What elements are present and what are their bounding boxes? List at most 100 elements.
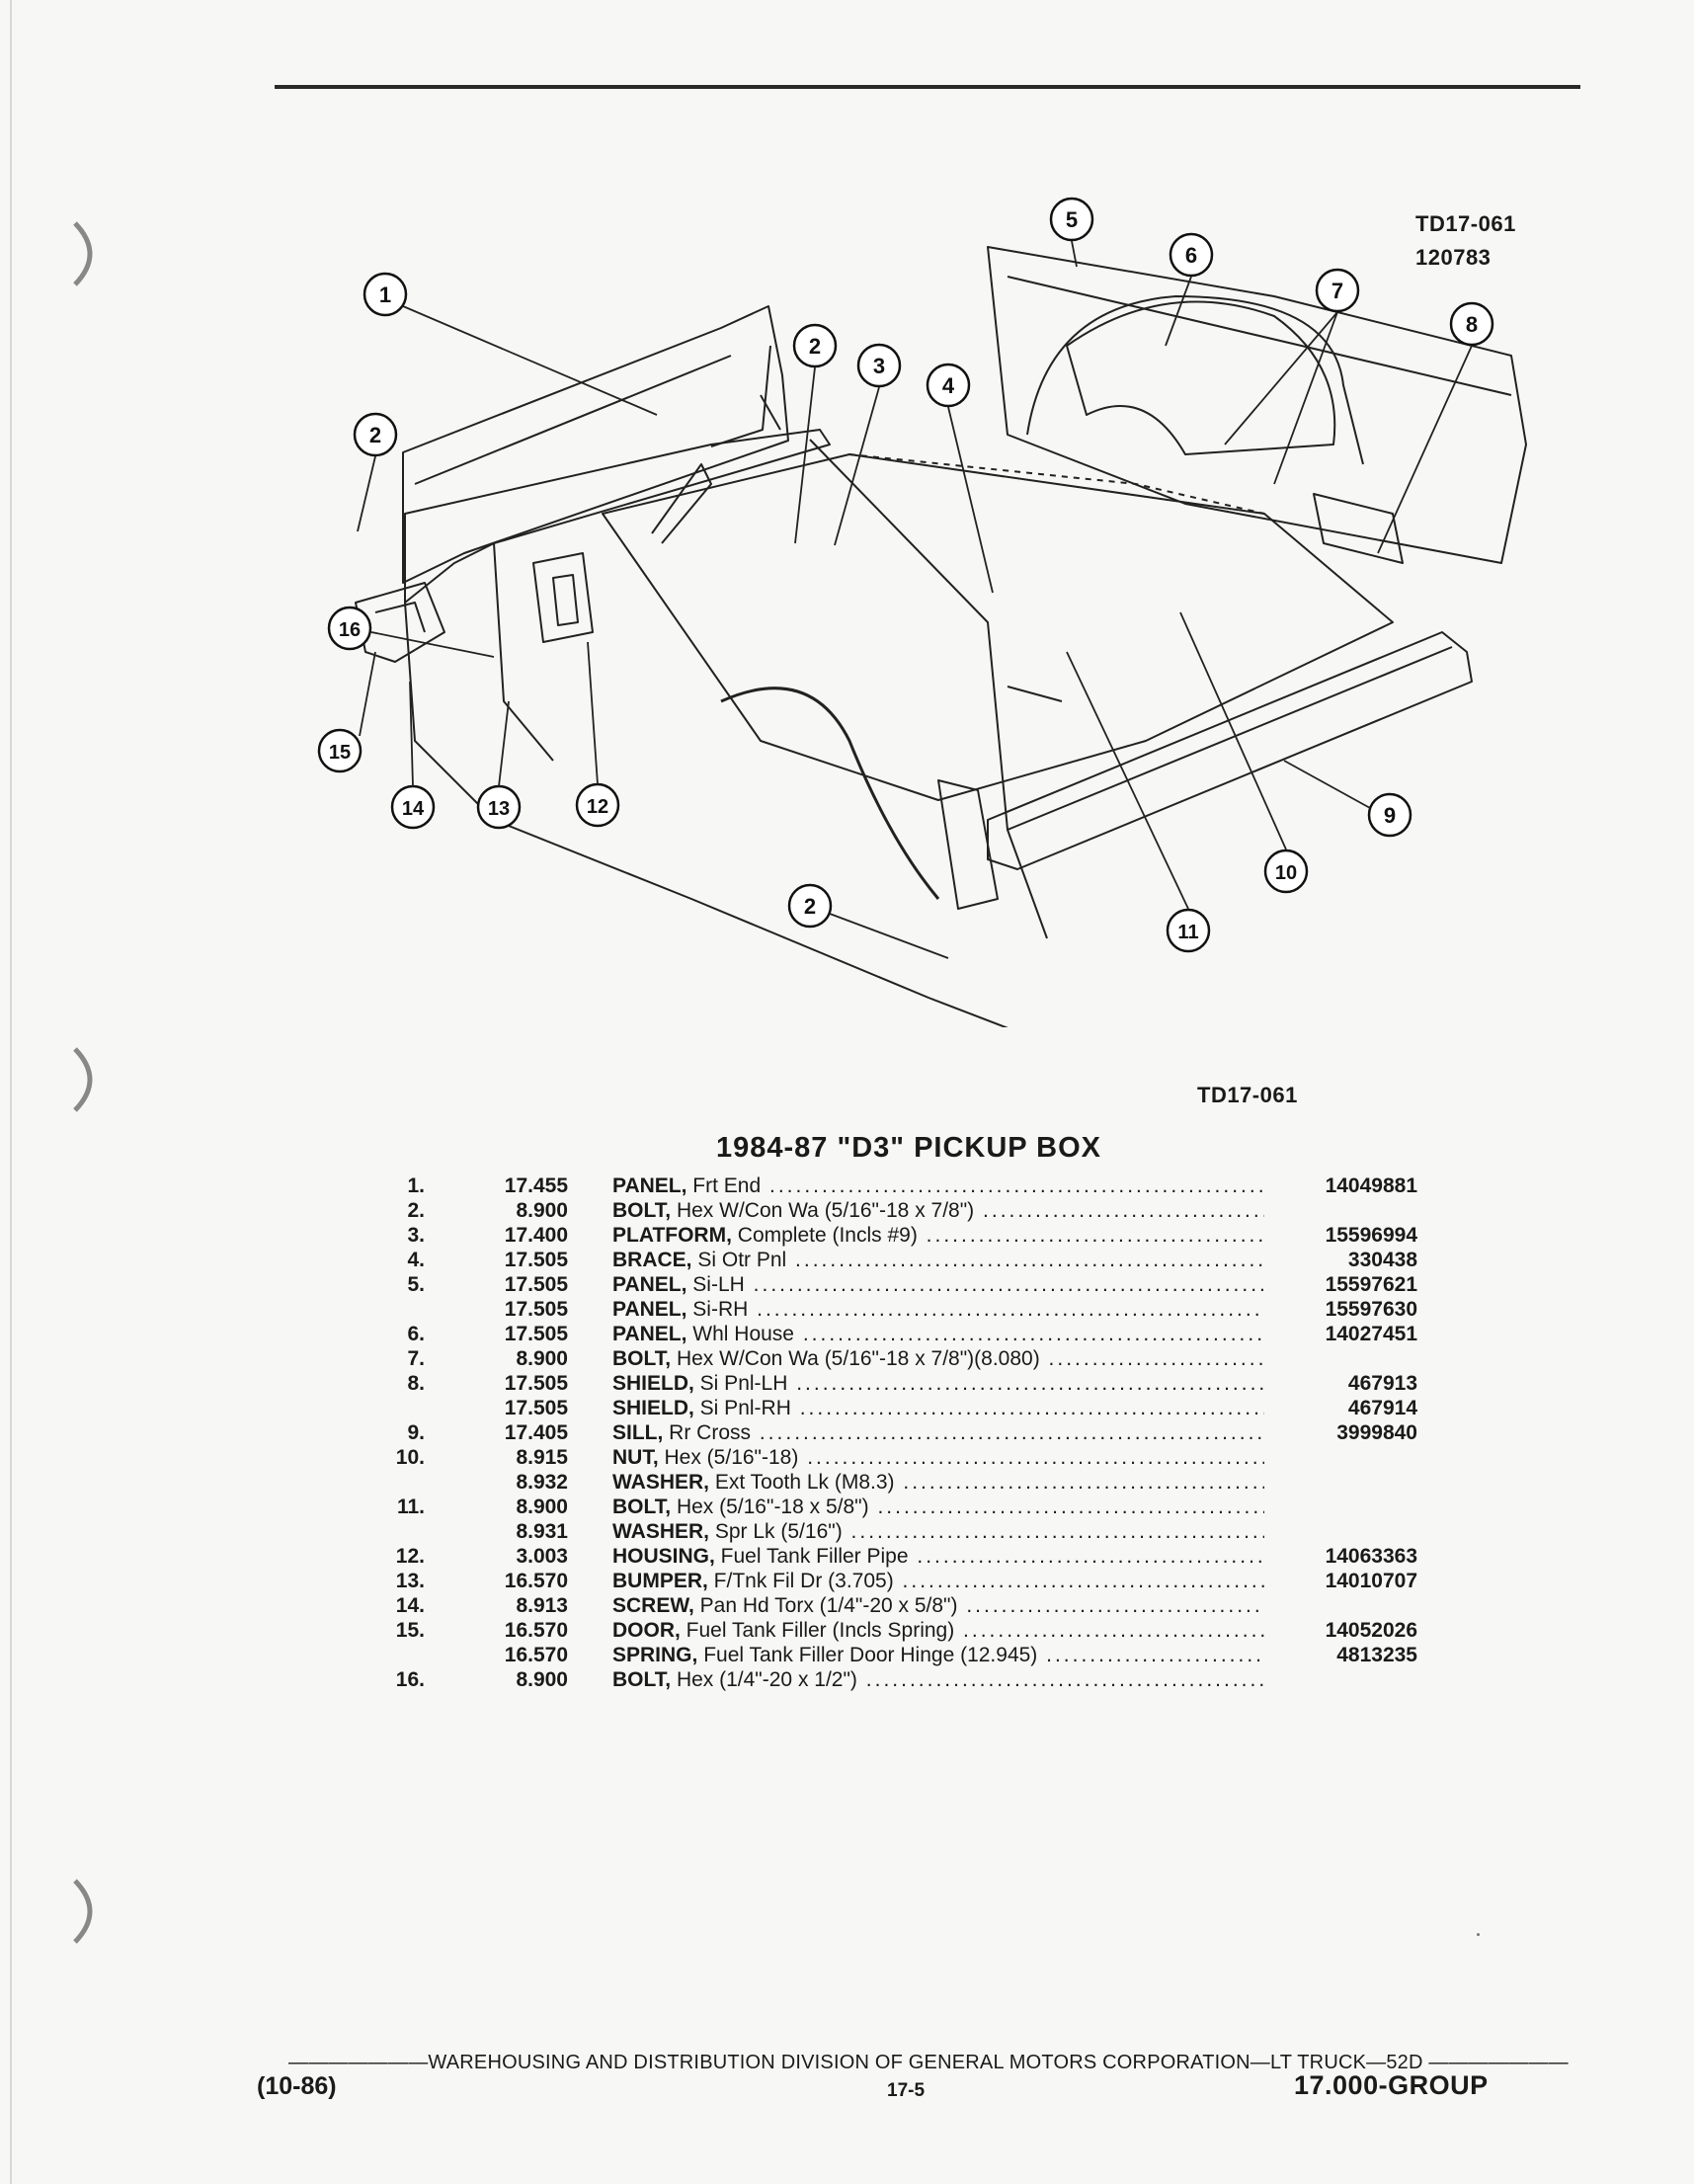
- part-detail: Frt End: [686, 1174, 762, 1197]
- item-number: 14.: [395, 1594, 425, 1617]
- part-description: HOUSING, Fuel Tank Filler Pipe .........…: [612, 1544, 1264, 1569]
- callout-11: 11: [1166, 908, 1211, 953]
- pickup-box-exploded-diagram: 1 2 2 3 4 5 6 7 8 9 10 11 2 12 13 14 15 …: [317, 197, 1527, 1027]
- svg-text:13: 13: [488, 798, 510, 820]
- part-number: 14049881: [1325, 1174, 1417, 1197]
- svg-text:5: 5: [1066, 207, 1078, 232]
- part-name: BRACE,: [612, 1249, 692, 1271]
- part-number: 14010707: [1325, 1570, 1417, 1592]
- group-number: 8.900: [516, 1496, 568, 1518]
- figure-caption: TD17-061: [1197, 1083, 1298, 1107]
- svg-text:16: 16: [339, 619, 361, 641]
- callout-4: 4: [926, 363, 971, 408]
- top-rule: [275, 85, 1580, 89]
- part-description: PLATFORM, Complete (Incls #9) ..........…: [612, 1223, 1264, 1248]
- part-number: 14063363: [1325, 1545, 1417, 1568]
- part-description: PANEL, Si-LH ...........................…: [612, 1272, 1264, 1297]
- part-description: PANEL, Frt End .........................…: [612, 1173, 1264, 1198]
- part-name: BOLT,: [612, 1199, 672, 1222]
- item-number: 16.: [395, 1668, 425, 1691]
- part-number: 3999840: [1336, 1421, 1417, 1444]
- page-title: 1984-87 "D3" PICKUP BOX: [715, 1132, 1102, 1164]
- part-number: 15596994: [1325, 1224, 1417, 1247]
- part-name: WASHER,: [612, 1471, 710, 1494]
- part-name: PANEL,: [612, 1273, 687, 1296]
- side-panel-shield: [1313, 493, 1404, 564]
- figure-code: TD17-061: [1415, 211, 1516, 236]
- scan-speck: [1477, 1933, 1480, 1936]
- leader-dots: ........................................…: [753, 1273, 1264, 1296]
- svg-text:3: 3: [873, 354, 885, 378]
- part-description: SPRING, Fuel Tank Filler Door Hinge (12.…: [612, 1643, 1264, 1667]
- part-detail: Complete (Incls #9): [731, 1224, 918, 1247]
- leader-dots: ........................................…: [768, 1174, 1264, 1197]
- leader-dots: ........................................…: [1048, 1347, 1264, 1370]
- wheel-house-panel: [1066, 300, 1336, 455]
- part-detail: Rr Cross: [663, 1421, 752, 1444]
- floor-platform: [602, 453, 1394, 801]
- binder-hole-mark-middle: [73, 1047, 93, 1112]
- svg-text:7: 7: [1331, 279, 1343, 303]
- svg-text:10: 10: [1275, 862, 1297, 884]
- part-number: 4813235: [1336, 1644, 1417, 1666]
- footer-group-number: 17.000-GROUP: [1294, 2070, 1489, 2100]
- group-number: 8.931: [516, 1520, 568, 1543]
- group-number: 17.505: [504, 1323, 568, 1345]
- part-description: PANEL, Si-RH ...........................…: [612, 1297, 1264, 1322]
- part-name: WASHER,: [612, 1520, 710, 1543]
- leader-dots: ........................................…: [850, 1520, 1264, 1543]
- binder-hole-mark-top: [73, 221, 93, 286]
- part-number: 330438: [1347, 1249, 1417, 1271]
- part-description: BOLT, Hex (5/16"-18 x 5/8") ............…: [612, 1495, 1264, 1519]
- part-detail: Hex (5/16"-18 x 5/8"): [671, 1496, 869, 1518]
- item-number: 1.: [407, 1174, 425, 1197]
- part-name: NUT,: [612, 1446, 659, 1469]
- svg-text:1: 1: [379, 283, 391, 307]
- part-detail: Hex W/Con Wa (5/16"-18 x 7/8")(8.080): [671, 1347, 1040, 1370]
- part-name: PANEL,: [612, 1298, 687, 1321]
- left-side-panel: [404, 429, 831, 604]
- part-detail: Pan Hd Torx (1/4"-20 x 5/8"): [693, 1594, 958, 1617]
- leader-dots: ........................................…: [903, 1471, 1264, 1494]
- leader-dots: ........................................…: [807, 1446, 1264, 1469]
- part-description: BOLT, Hex W/Con Wa (5/16"-18 x 7/8")(8.0…: [612, 1346, 1264, 1371]
- part-description: PANEL, Whl House .......................…: [612, 1322, 1264, 1346]
- group-number: 16.570: [504, 1619, 568, 1642]
- svg-text:12: 12: [587, 796, 608, 818]
- leader-dots: ........................................…: [877, 1496, 1264, 1518]
- group-number: 17.405: [504, 1421, 568, 1444]
- group-number: 8.900: [516, 1347, 568, 1370]
- callout-15: 15: [317, 728, 363, 773]
- callout-14: 14: [390, 784, 436, 830]
- callout-13: 13: [476, 784, 522, 830]
- leader-dots: ........................................…: [802, 1323, 1264, 1345]
- leader-dots: ........................................…: [983, 1199, 1264, 1222]
- part-name: SHIELD,: [612, 1372, 694, 1395]
- part-name: DOOR,: [612, 1619, 681, 1642]
- svg-text:6: 6: [1185, 243, 1197, 268]
- svg-text:9: 9: [1384, 803, 1396, 828]
- part-number: 467914: [1347, 1397, 1417, 1419]
- fuel-filler-housing: [532, 552, 594, 643]
- part-detail: Hex (1/4"-20 x 1/2"): [671, 1668, 857, 1691]
- group-number: 8.915: [516, 1446, 568, 1469]
- part-number: 14052026: [1325, 1619, 1417, 1642]
- item-number: 11.: [396, 1496, 425, 1518]
- leader-dots: ........................................…: [917, 1545, 1264, 1568]
- item-number: 10.: [395, 1446, 425, 1469]
- part-description: SHIELD, Si Pnl-RH ......................…: [612, 1396, 1264, 1420]
- part-name: HOUSING,: [612, 1545, 715, 1568]
- leader-dots: ........................................…: [902, 1570, 1264, 1592]
- group-number: 8.932: [516, 1471, 568, 1494]
- part-description: NUT, Hex (5/16"-18) ....................…: [612, 1445, 1264, 1470]
- group-number: 16.570: [504, 1570, 568, 1592]
- part-name: PLATFORM,: [612, 1224, 732, 1247]
- page-edge-line: [10, 0, 12, 2184]
- item-number: 7.: [407, 1347, 425, 1370]
- right-side-panel: [987, 246, 1527, 564]
- leader-dots: ........................................…: [963, 1619, 1264, 1642]
- item-number: 6.: [407, 1323, 425, 1345]
- part-detail: Hex (5/16"-18): [658, 1446, 799, 1469]
- part-detail: Si-RH: [686, 1298, 749, 1321]
- leader-dots: ........................................…: [926, 1224, 1264, 1247]
